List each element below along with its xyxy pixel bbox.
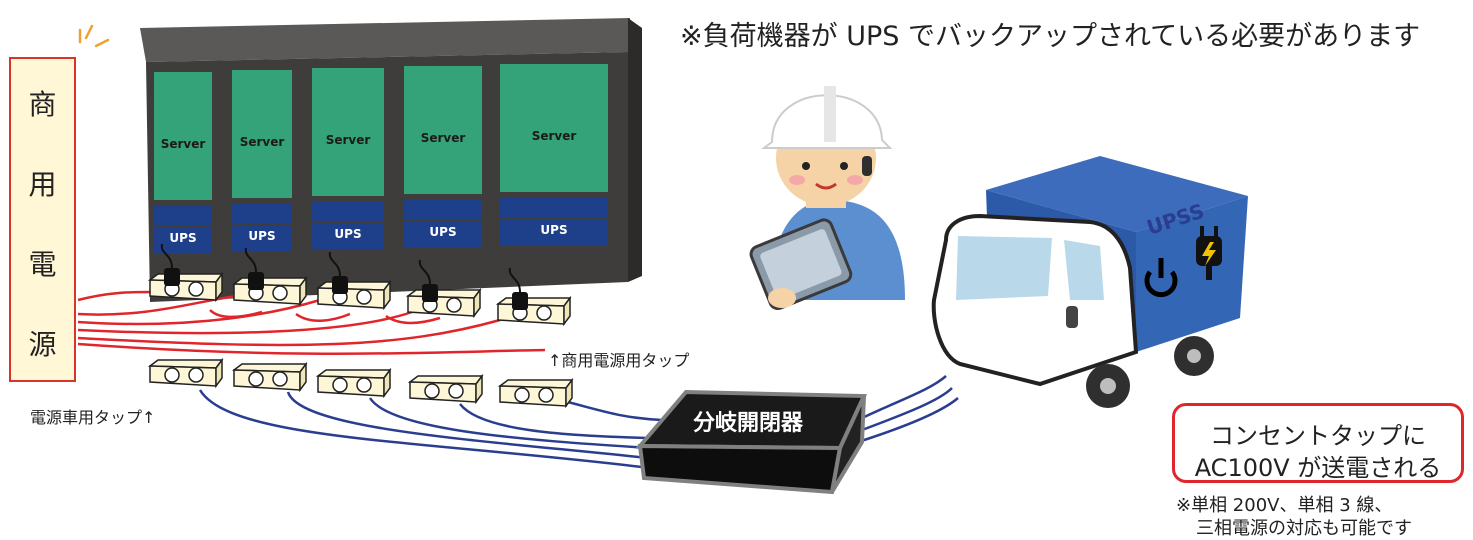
outlet-tap [147, 357, 224, 389]
outlet-tap [231, 247, 308, 307]
ups-panel [312, 202, 384, 222]
server-panel [404, 66, 482, 194]
car-power-lines [198, 375, 959, 470]
ups-panel-lower [500, 220, 608, 246]
commercial-taps [147, 243, 572, 327]
server-label: Server [532, 129, 577, 143]
outlet-tap [405, 259, 482, 319]
ups-panel [500, 198, 608, 218]
outlet-tap [315, 251, 392, 311]
ups-panel [154, 206, 212, 226]
server-panel [232, 70, 292, 198]
ups-panel-lower [312, 224, 384, 250]
server-label: Server [421, 131, 466, 145]
footnote-line: ※単相 200V、単相 3 線、 [1176, 495, 1393, 516]
outlet-tap [231, 361, 308, 393]
switch-box-label: 分岐開閉器 [693, 411, 804, 436]
car-taps [147, 357, 574, 409]
ups-panel-lower [232, 226, 292, 252]
ac-box-line: コンセントタップに [1210, 422, 1426, 450]
plug-icon [1196, 226, 1222, 280]
sparkle-icon [78, 24, 110, 48]
commercial-power-lines [77, 290, 546, 356]
commercial-power-box: 商 用 電 源 [9, 57, 76, 382]
outlet-tap [147, 243, 224, 303]
ups-label: UPS [429, 225, 456, 239]
switch-box [635, 389, 868, 495]
power-truck: UPSS [931, 156, 1248, 408]
ups-panel-lower [404, 222, 482, 248]
ups-requirement-note: ※負荷機器が UPS でバックアップされている必要があります [680, 21, 1421, 52]
ups-label: UPS [334, 227, 361, 241]
server-panel [500, 64, 608, 192]
server-rack: ServerUPSServerUPSServerUPSServerUPSServ… [140, 18, 642, 302]
power-char: 用 [28, 168, 57, 201]
ups-label: UPS [169, 231, 196, 245]
ac-supply-callout: コンセントタップに AC100V が送電される [1172, 403, 1464, 483]
outlet-tap [407, 373, 484, 405]
outlet-tap [495, 267, 572, 327]
worker-illustration [749, 86, 905, 311]
server-label: Server [161, 137, 206, 151]
ups-panel [232, 204, 292, 224]
outlet-tap [315, 367, 392, 399]
footnote-line: 三相電源の対応も可能です [1196, 518, 1412, 539]
server-label: Server [326, 133, 371, 147]
ac-box-line: AC100V が送電される [1194, 454, 1442, 482]
server-panel [154, 72, 212, 200]
car-tap-label: 電源車用タップ↑ [30, 408, 156, 427]
power-char: 電 [28, 248, 57, 281]
ups-label: UPS [248, 229, 275, 243]
server-panel [312, 68, 384, 196]
power-char: 商 [28, 88, 57, 121]
ups-panel [404, 200, 482, 220]
power-char: 源 [28, 328, 57, 361]
server-label: Server [240, 135, 285, 149]
outlet-tap [497, 377, 574, 409]
power-symbol-icon [1144, 258, 1178, 298]
commercial-tap-label: ↑商用電源用タップ [548, 351, 690, 370]
ups-label: UPS [540, 223, 567, 237]
